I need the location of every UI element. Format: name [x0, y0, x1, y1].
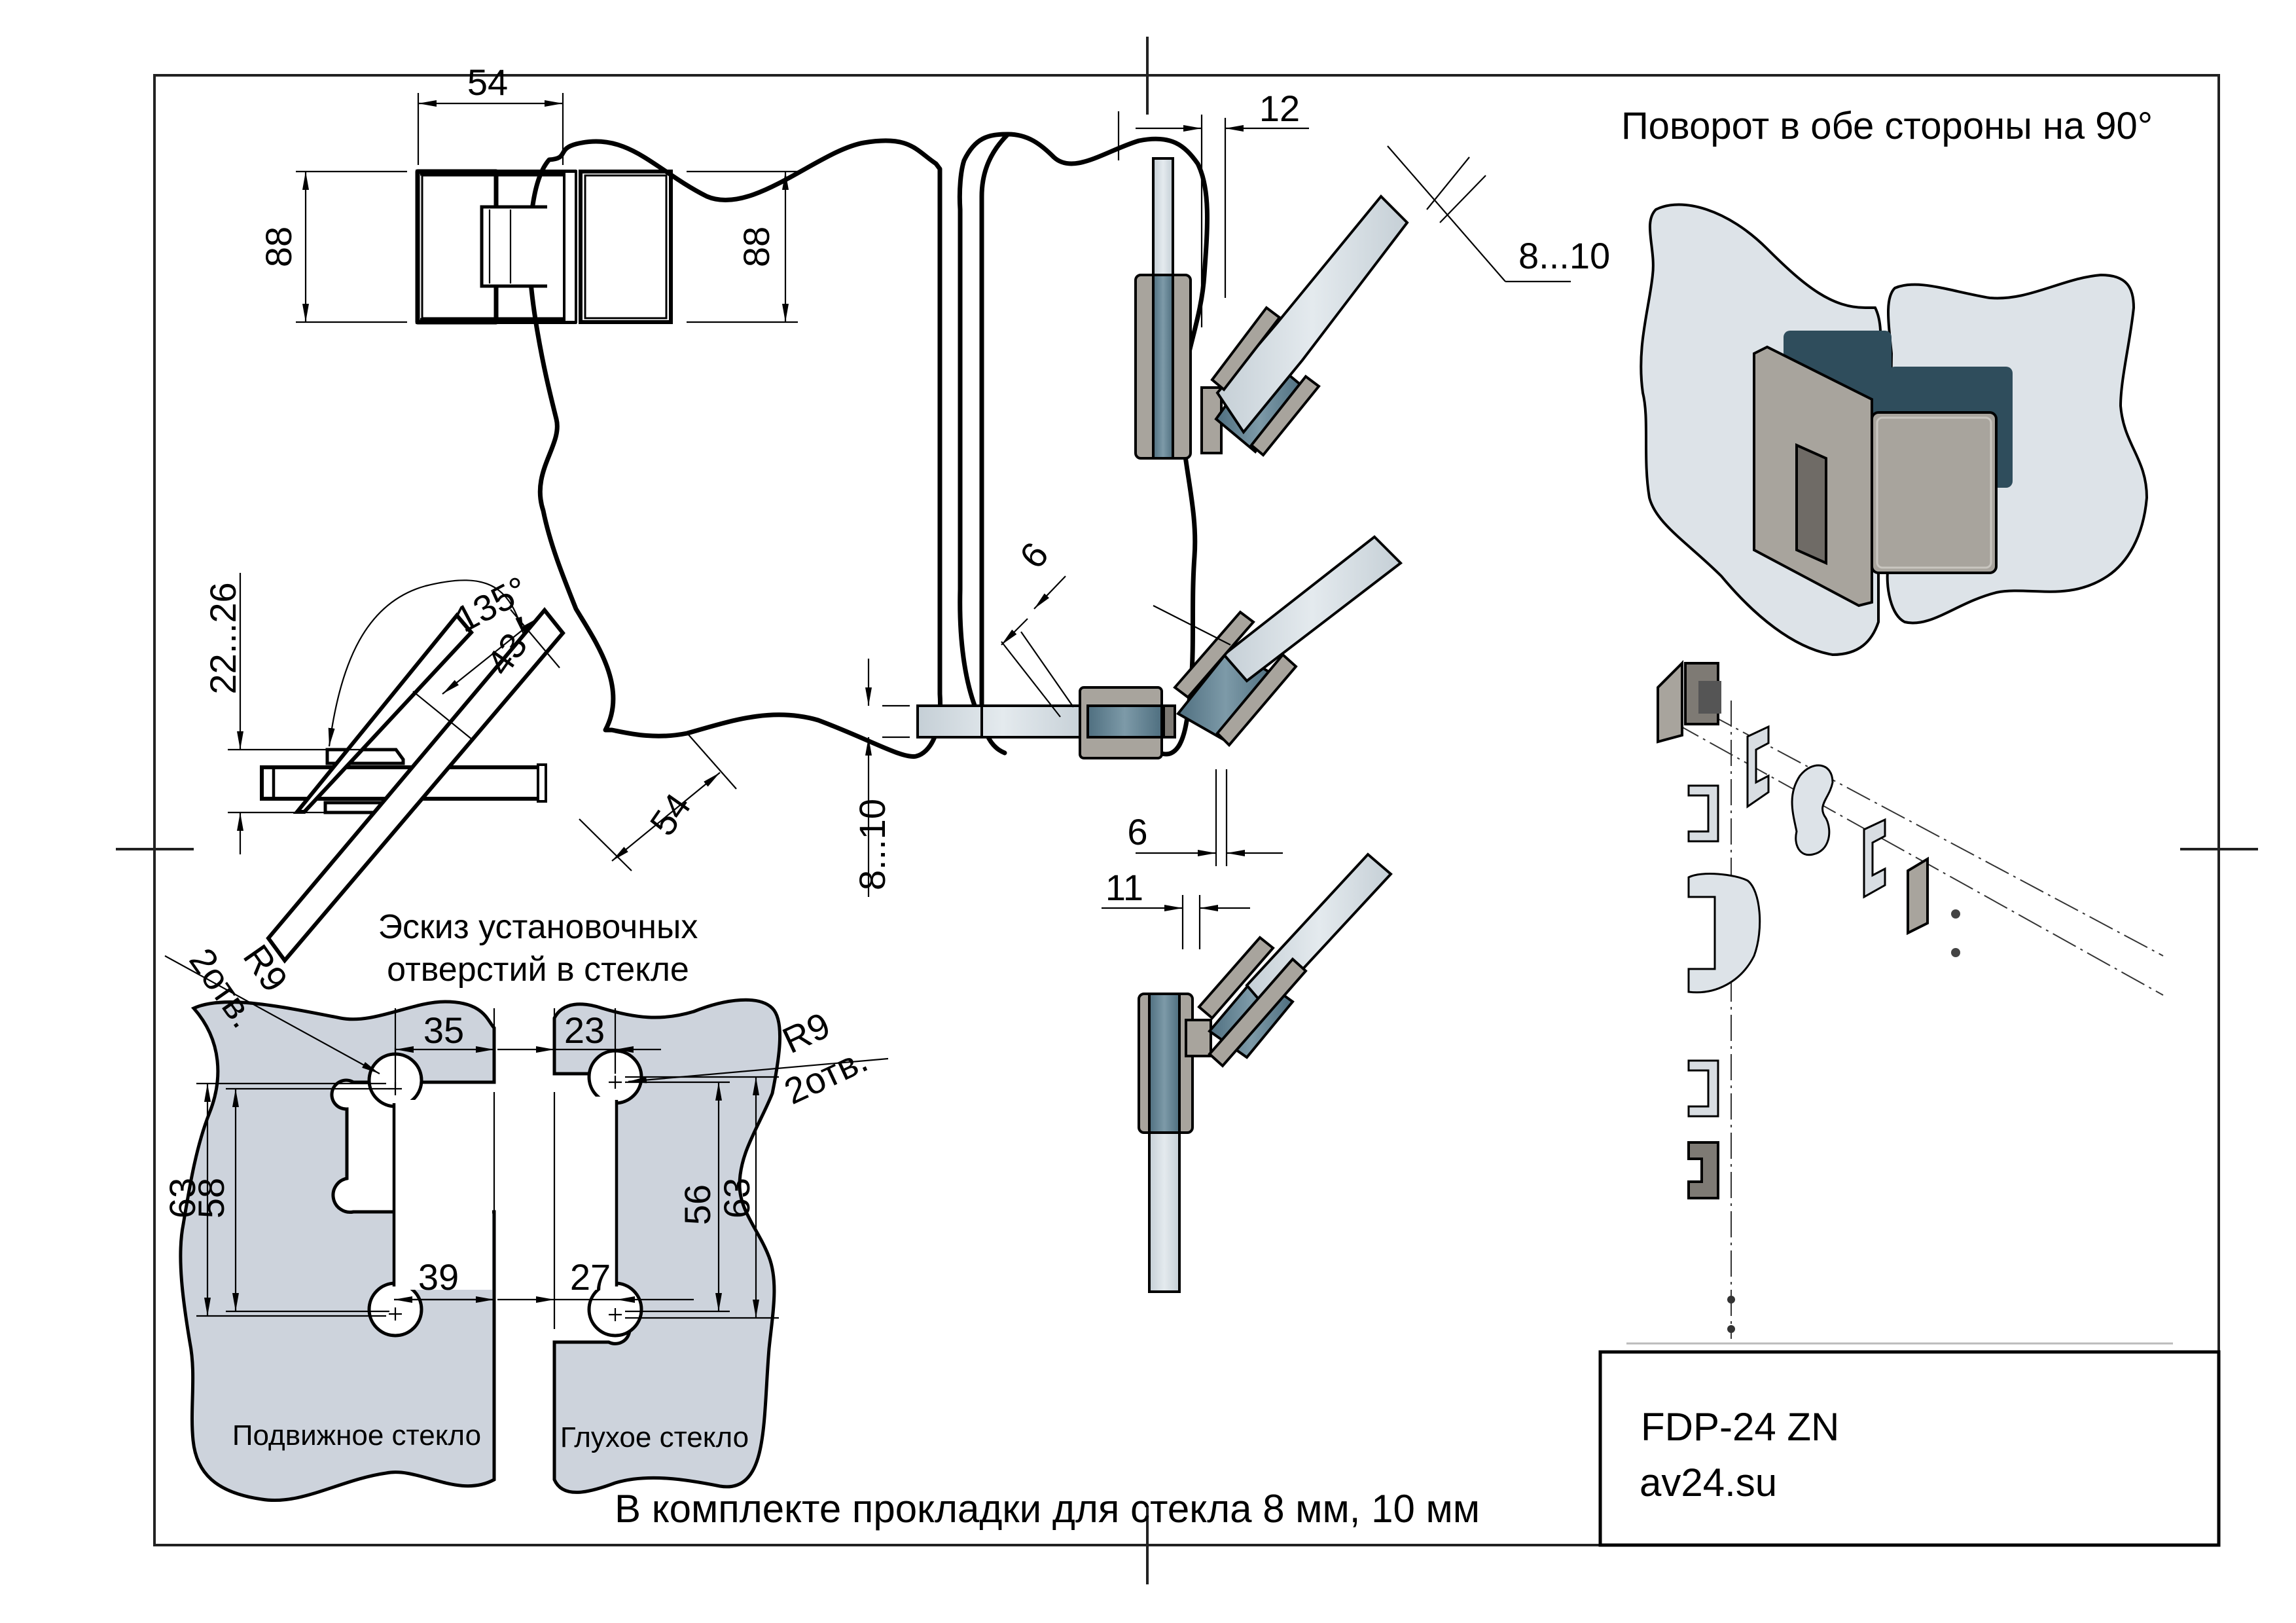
- dim-offset-11: 11: [1105, 867, 1143, 908]
- front-view: 54 88 88: [258, 62, 1210, 759]
- exploded-clamp-plate: [1687, 1141, 1719, 1199]
- rotation-note: Поворот в обе стороны на 90°: [1621, 105, 2153, 147]
- dim-height-88-left: 88: [258, 227, 299, 267]
- exploded-gasket-side: [1687, 784, 1719, 843]
- rotation-view-3: 11: [1102, 852, 1393, 1293]
- dim-58: 58: [190, 1178, 232, 1218]
- dim-39: 39: [418, 1256, 459, 1298]
- model-code: FDP-24 ZN: [1641, 1405, 1839, 1449]
- dim-height-88-right: 88: [736, 227, 777, 267]
- exploded-gasket-1: [1746, 725, 1770, 809]
- dim-glass-8-10-view1: 8...10: [1518, 235, 1610, 276]
- kit-note: В комплекте прокладки для стекла 8 мм, 1…: [615, 1487, 1480, 1531]
- exploded-glass-pane: [1687, 873, 1761, 994]
- dim-offset-12: 12: [1259, 88, 1300, 129]
- dim-23: 23: [564, 1010, 605, 1051]
- screw-icon: [1951, 948, 1960, 957]
- exploded-view: [1626, 660, 2173, 1345]
- hole-sketch-title-line2: отверстий в стекле: [387, 951, 689, 989]
- moving-glass-shape: [179, 1000, 496, 1503]
- screw-icon: [1951, 909, 1960, 919]
- rotation-view-2: 8...10 6 6: [852, 534, 1403, 897]
- title-block: FDP-24 ZN av24.su: [1598, 1350, 2221, 1547]
- exploded-glass-piece: [1791, 764, 1834, 856]
- exploded-gasket-3: [1687, 1059, 1719, 1118]
- dim-width-54: 54: [467, 62, 508, 103]
- rotation-view-1: 12 8...10: [1117, 88, 1610, 460]
- top-view-135: 135° 22...26 43 54: [202, 568, 737, 964]
- right-glass-inner-edge: [979, 132, 1011, 756]
- dim-63-right: 63: [716, 1178, 757, 1218]
- moving-glass-label: Подвижное стекло: [232, 1419, 481, 1451]
- dim-chamfer-6: 6: [1011, 534, 1056, 575]
- drawing-frame: [116, 37, 2258, 1584]
- dim-27: 27: [570, 1256, 611, 1298]
- screw-icon: [1727, 1296, 1735, 1304]
- hinge-3d-render: [1640, 203, 2149, 657]
- hole-sketch-title-line1: Эскиз установочных: [378, 908, 698, 946]
- fixed-glass-label: Глухое стекло: [560, 1421, 749, 1453]
- exploded-hinge-body: [1657, 660, 1683, 744]
- left-glass-outline: [526, 138, 943, 759]
- dim-gap-22-26: 22...26: [202, 582, 243, 694]
- exploded-gasket-2: [1863, 818, 1886, 899]
- website: av24.su: [1640, 1461, 1777, 1504]
- dim-35: 35: [423, 1010, 464, 1051]
- exploded-back-plate: [1907, 856, 1929, 936]
- dim-63-left: 63: [162, 1178, 203, 1218]
- hinge-leaf-right: [579, 170, 673, 324]
- dim-gap-6: 6: [1127, 811, 1147, 852]
- dim-56: 56: [677, 1184, 718, 1225]
- render-hinge-leaf-right: [1871, 411, 1998, 574]
- hole-sketch: Эскиз установочных отверстий в стекле: [162, 908, 889, 1503]
- screw-icon: [1727, 1325, 1735, 1333]
- dim-length-54: 54: [641, 786, 698, 843]
- dim-glass-8-10-view2: 8...10: [852, 799, 893, 890]
